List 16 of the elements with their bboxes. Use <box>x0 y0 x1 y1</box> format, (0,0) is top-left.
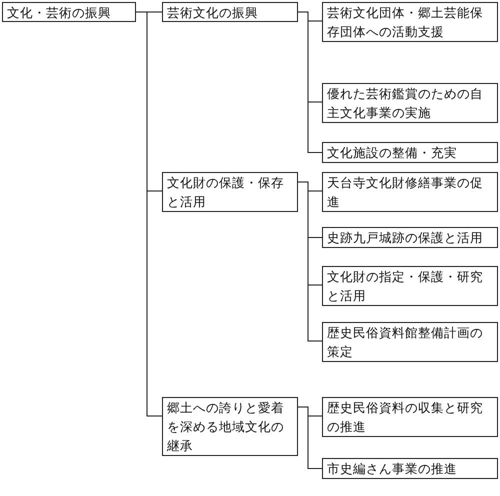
text-box: 天台寺文化財修繕事業の促進 <box>322 172 498 212</box>
connector-line <box>298 12 322 153</box>
text-box: 史跡九戸城跡の保護と活用 <box>322 227 498 248</box>
text-box: 市史編さん事業の推進 <box>322 458 498 479</box>
text-box: 郷土への誇りと愛着を深める地域文化の継承 <box>162 397 298 456</box>
text-box: 芸術文化団体・郷土芸能保存団体への活動支援 <box>322 2 498 42</box>
connector-line <box>298 182 322 342</box>
text-box: 歴史民俗資料の収集と研究の推進 <box>322 397 498 437</box>
text-box: 文化財の保護・保存と活用 <box>162 172 298 212</box>
text-box: 文化施設の整備・充実 <box>322 142 498 163</box>
text-box: 優れた芸術鑑賞のための自主文化事業の実施 <box>322 83 498 123</box>
text-box: 文化・芸術の振興 <box>2 2 136 22</box>
text-box: 歴史民俗資料館整備計画の策定 <box>322 322 498 362</box>
text-box: 文化財の指定・保護・研究と活用 <box>322 266 498 306</box>
connector-line <box>298 406 322 469</box>
text-box: 芸術文化の振興 <box>162 2 298 22</box>
